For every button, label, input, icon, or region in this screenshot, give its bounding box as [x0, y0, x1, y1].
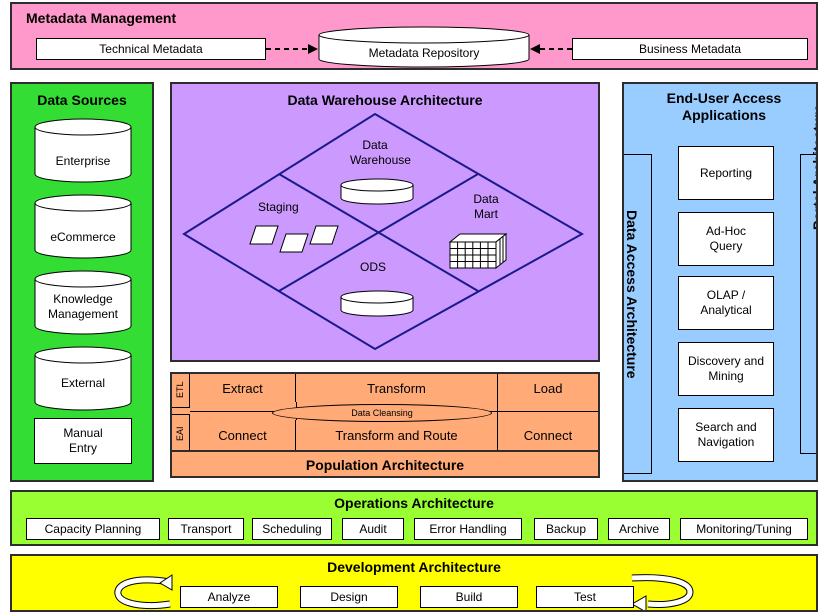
archive-box: Archive	[608, 518, 670, 540]
etl-cell: ETL	[172, 374, 190, 408]
data-cleansing-ellipse: Data Cleansing	[272, 404, 492, 422]
operations-panel: Operations Architecture Capacity Plannin…	[10, 490, 818, 546]
transport-box: Transport	[168, 518, 244, 540]
external-label: External	[60, 376, 106, 390]
data-mart-label: Data Mart	[473, 192, 499, 221]
ecommerce-cylinder: eCommerce	[34, 194, 132, 260]
transform-and-route-cell: Transform and Route	[296, 420, 498, 450]
data-warehouse-cylinder	[340, 178, 414, 206]
metadata-repository-cylinder: Metadata Repository	[318, 26, 530, 68]
external-cylinder: External	[34, 346, 132, 412]
data-access-label: Data Access Architecture	[624, 210, 640, 379]
metadata-management-panel: Metadata Management Technical Metadata B…	[10, 2, 818, 70]
load-cell: Load	[533, 380, 563, 396]
data-sources-panel: Data Sources Enterprise eCommerce Knowle…	[10, 82, 154, 482]
metadata-management-title: Metadata Management	[26, 10, 177, 26]
data-warehouse-label: Data Warehouse	[350, 138, 411, 167]
population-panel: ETL EAI Extract Transform Load Connect T…	[170, 372, 600, 478]
end-user-panel: End-User Access Applications Data Access…	[622, 82, 818, 482]
connect-right-cell: Connect	[523, 427, 573, 443]
connect-left-cell: Connect	[190, 420, 296, 450]
metadata-repository-label: Metadata Repository	[368, 46, 480, 60]
manual-entry-box: Manual Entry	[34, 418, 132, 464]
data-sources-title: Data Sources	[37, 92, 127, 108]
eai-label: EAI	[175, 426, 185, 441]
cycle-arrow-right-icon	[630, 574, 694, 610]
reporting-box: Reporting	[678, 146, 774, 200]
monitoring-tuning-box: Monitoring/Tuning	[680, 518, 808, 540]
ad-hoc-query-box: Ad-Hoc Query	[678, 212, 774, 266]
extract-cell: Extract	[190, 374, 296, 402]
backup-box: Backup	[534, 518, 598, 540]
knowledge-management-cylinder: Knowledge Management	[34, 270, 132, 336]
transform-cell: Transform	[296, 374, 498, 402]
discovery-mining-box: Discovery and Mining	[678, 342, 774, 396]
data-warehouse-title: Data Warehouse Architecture	[287, 92, 483, 108]
development-title: Development Architecture	[327, 559, 501, 575]
population-title: Population Architecture	[172, 450, 598, 476]
staging-label: Staging	[258, 200, 299, 214]
scheduling-box: Scheduling	[252, 518, 332, 540]
ecommerce-label: eCommerce	[50, 230, 116, 244]
enterprise-label: Enterprise	[55, 154, 111, 168]
analyze-box: Analyze	[180, 586, 278, 608]
development-panel: Development Architecture Analyze Design …	[10, 554, 818, 612]
end-user-title: End-User Access Applications	[666, 90, 782, 123]
ods-label: ODS	[360, 260, 387, 274]
data-warehouse-panel: Data Warehouse Architecture Data Warehou…	[170, 82, 600, 362]
capacity-planning-box: Capacity Planning	[26, 518, 160, 540]
business-metadata-box: Business Metadata	[572, 38, 808, 60]
operations-title: Operations Architecture	[334, 495, 494, 511]
cycle-arrow-left-icon	[114, 574, 173, 610]
error-handling-box: Error Handling	[414, 518, 522, 540]
test-box: Test	[536, 586, 634, 608]
technical-metadata-box: Technical Metadata	[36, 38, 266, 60]
data-mart-cube-icon	[448, 232, 508, 270]
ods-cylinder	[340, 290, 414, 318]
etl-label: ETL	[175, 381, 185, 398]
design-box: Design	[300, 586, 398, 608]
portal-label: Portal Architecture	[810, 104, 818, 230]
olap-analytical-box: OLAP / Analytical	[678, 276, 774, 330]
eai-cell: EAI	[172, 414, 190, 450]
build-box: Build	[420, 586, 518, 608]
enterprise-cylinder: Enterprise	[34, 118, 132, 184]
knowledge-management-label: Knowledge Management	[47, 292, 119, 321]
data-access-column	[624, 154, 652, 474]
audit-box: Audit	[342, 518, 404, 540]
warehouse-diamond	[182, 112, 585, 351]
staging-pages-icon	[249, 225, 339, 253]
search-navigation-box: Search and Navigation	[678, 408, 774, 462]
portal-column	[800, 154, 816, 454]
data-cleansing-label: Data Cleansing	[351, 408, 413, 418]
metadata-arrows	[266, 44, 572, 54]
